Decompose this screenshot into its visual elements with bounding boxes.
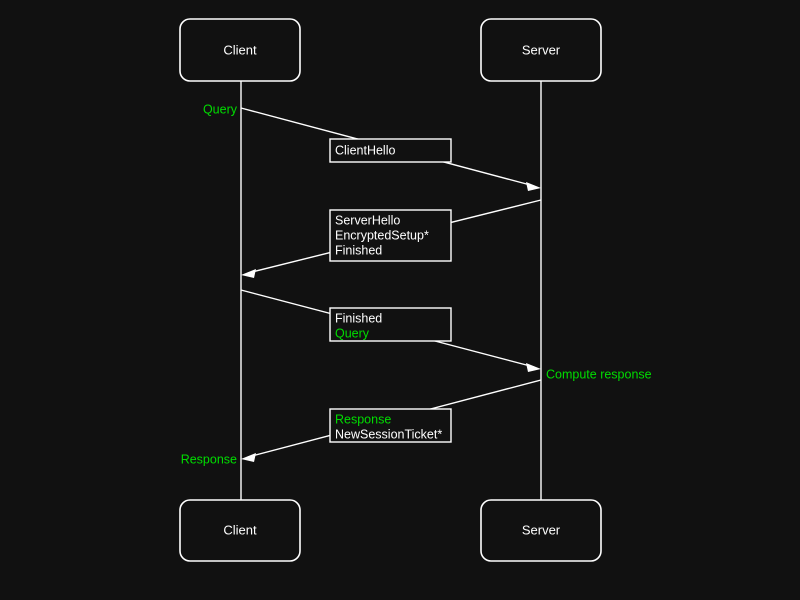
message-box-4[interactable]: Response NewSessionTicket*: [329, 408, 452, 443]
actor-bottom-client[interactable]: Client: [179, 499, 301, 562]
actor-box-client-top: [179, 18, 301, 82]
message-line-encrypted-setup: EncryptedSetup*: [335, 228, 429, 242]
actor-label-client-top: Client: [223, 42, 257, 57]
actor-label-server-top: Server: [522, 42, 561, 57]
message-line-new-session-ticket: NewSessionTicket*: [335, 427, 442, 441]
actor-label-server-bottom: Server: [522, 522, 561, 537]
arrow-head-finished-query: [526, 363, 541, 372]
actor-box-server-top: [480, 18, 602, 82]
arrow-head-server-hello: [241, 269, 256, 278]
actor-label-client-bottom: Client: [223, 522, 257, 537]
message-line-finished-server: Finished: [335, 243, 382, 257]
message-box-3[interactable]: Finished Query: [329, 307, 452, 342]
side-note-query: Query: [203, 102, 238, 116]
message-box-rect-3: [329, 307, 452, 342]
side-note-compute-response: Compute response: [546, 367, 652, 381]
message-line-response: Response: [335, 412, 391, 426]
message-line-server-hello: ServerHello: [335, 213, 400, 227]
message-box-rect-4: [329, 408, 452, 443]
message-box-1[interactable]: ClientHello: [329, 138, 452, 163]
arrow-head-client-hello: [526, 182, 541, 191]
message-line-finished-client: Finished: [335, 311, 382, 325]
message-line-query: Query: [335, 326, 370, 340]
actor-top-server[interactable]: Server: [480, 18, 602, 82]
message-box-2[interactable]: ServerHello EncryptedSetup* Finished: [329, 209, 452, 262]
message-box-rect-2: [329, 209, 452, 262]
actor-box-client-bottom: [179, 499, 301, 562]
message-line-client-hello: ClientHello: [335, 143, 395, 157]
arrow-head-response: [241, 453, 256, 462]
message-box-rect-1: [329, 138, 452, 163]
actor-bottom-server[interactable]: Server: [480, 499, 602, 562]
actor-top-client[interactable]: Client: [179, 18, 301, 82]
side-note-response: Response: [181, 452, 237, 466]
actor-box-server-bottom: [480, 499, 602, 562]
